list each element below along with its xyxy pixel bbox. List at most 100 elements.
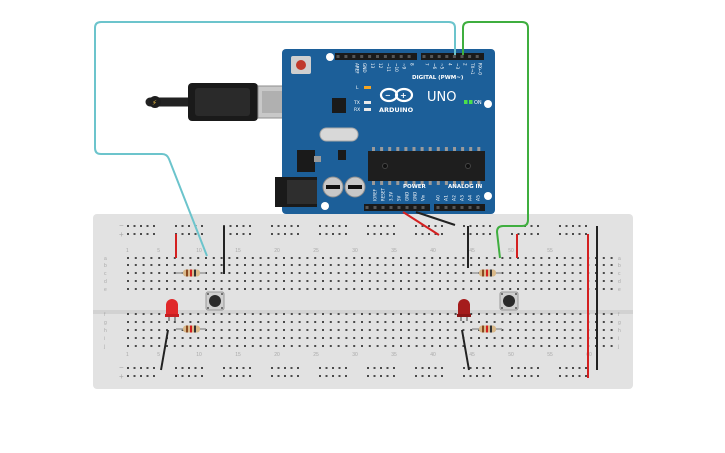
breadboard-hole[interactable] <box>173 257 176 259</box>
breadboard-hole[interactable] <box>462 288 465 290</box>
breadboard-hole[interactable] <box>478 313 480 315</box>
header-pin[interactable] <box>468 55 472 58</box>
breadboard-hole[interactable] <box>454 313 457 315</box>
breadboard-hole[interactable] <box>548 321 551 323</box>
breadboard-hole[interactable] <box>501 345 504 347</box>
breadboard-hole[interactable] <box>478 280 480 282</box>
rail-hole[interactable] <box>386 233 389 235</box>
breadboard-hole[interactable] <box>166 345 168 347</box>
breadboard-hole[interactable] <box>610 329 613 331</box>
breadboard-hole[interactable] <box>166 264 168 266</box>
breadboard-hole[interactable] <box>501 288 504 290</box>
led-dark-red-right[interactable] <box>457 299 471 321</box>
breadboard-hole[interactable] <box>610 321 613 323</box>
rail-hole[interactable] <box>393 367 395 369</box>
breadboard-hole[interactable] <box>485 345 488 347</box>
breadboard-hole[interactable] <box>205 288 207 290</box>
rail-hole[interactable] <box>284 233 286 235</box>
rail-hole[interactable] <box>229 375 232 377</box>
breadboard-hole[interactable] <box>283 264 285 266</box>
breadboard-hole[interactable] <box>563 272 566 274</box>
breadboard-hole[interactable] <box>275 329 278 331</box>
rail-hole[interactable] <box>373 367 376 369</box>
breadboard-hole[interactable] <box>485 280 488 282</box>
breadboard-hole[interactable] <box>259 257 262 259</box>
resistor-4[interactable] <box>472 325 502 333</box>
breadboard-hole[interactable] <box>556 272 558 274</box>
breadboard-hole[interactable] <box>563 288 566 290</box>
breadboard-hole[interactable] <box>322 280 324 282</box>
breadboard-hole[interactable] <box>173 329 176 331</box>
breadboard-hole[interactable] <box>353 337 356 339</box>
rail-hole[interactable] <box>524 375 526 377</box>
breadboard-hole[interactable] <box>376 329 379 331</box>
breadboard-hole[interactable] <box>259 329 262 331</box>
breadboard-hole[interactable] <box>306 264 309 266</box>
rail-hole[interactable] <box>386 367 389 369</box>
rail-hole[interactable] <box>133 233 136 235</box>
breadboard-hole[interactable] <box>212 337 215 339</box>
header-pin[interactable] <box>381 206 385 209</box>
breadboard-hole[interactable] <box>236 345 239 347</box>
breadboard-hole[interactable] <box>322 329 324 331</box>
breadboard-hole[interactable] <box>212 257 215 259</box>
breadboard-hole[interactable] <box>532 329 535 331</box>
rail-hole[interactable] <box>367 367 369 369</box>
breadboard-hole[interactable] <box>259 264 262 266</box>
breadboard-hole[interactable] <box>454 321 457 323</box>
breadboard-hole[interactable] <box>384 264 387 266</box>
breadboard-hole[interactable] <box>345 257 348 259</box>
breadboard-hole[interactable] <box>556 288 558 290</box>
breadboard-hole[interactable] <box>322 313 324 315</box>
breadboard-hole[interactable] <box>220 337 223 339</box>
breadboard-hole[interactable] <box>384 257 387 259</box>
rail-hole[interactable] <box>537 225 539 227</box>
breadboard-hole[interactable] <box>540 288 543 290</box>
rail-hole[interactable] <box>482 367 485 369</box>
breadboard-hole[interactable] <box>540 257 543 259</box>
breadboard-hole[interactable] <box>392 345 395 347</box>
breadboard-hole[interactable] <box>446 272 449 274</box>
rail-hole[interactable] <box>530 225 533 227</box>
header-pin[interactable] <box>405 206 409 209</box>
breadboard-hole[interactable] <box>329 264 332 266</box>
breadboard-hole[interactable] <box>361 345 363 347</box>
breadboard-hole[interactable] <box>493 321 496 323</box>
breadboard-hole[interactable] <box>127 337 129 339</box>
breadboard-hole[interactable] <box>181 257 184 259</box>
breadboard-hole[interactable] <box>610 257 613 259</box>
rail-hole[interactable] <box>229 225 232 227</box>
breadboard-hole[interactable] <box>212 321 215 323</box>
breadboard-hole[interactable] <box>134 272 137 274</box>
rail-hole[interactable] <box>415 375 417 377</box>
rail-hole[interactable] <box>249 233 251 235</box>
breadboard-hole[interactable] <box>244 280 246 282</box>
header-pin[interactable] <box>475 55 479 58</box>
rail-hole[interactable] <box>271 233 273 235</box>
breadboard-hole[interactable] <box>548 264 551 266</box>
breadboard-hole[interactable] <box>353 313 356 315</box>
rail-hole[interactable] <box>469 367 472 369</box>
rail-hole[interactable] <box>153 375 155 377</box>
breadboard-hole[interactable] <box>571 329 574 331</box>
breadboard-hole[interactable] <box>298 329 301 331</box>
breadboard-hole[interactable] <box>517 272 519 274</box>
breadboard-hole[interactable] <box>423 321 426 323</box>
rail-hole[interactable] <box>332 367 334 369</box>
breadboard-hole[interactable] <box>454 337 457 339</box>
breadboard-hole[interactable] <box>493 280 496 282</box>
rail-hole[interactable] <box>229 233 232 235</box>
breadboard-hole[interactable] <box>532 313 535 315</box>
breadboard-hole[interactable] <box>142 264 145 266</box>
rail-hole[interactable] <box>476 233 478 235</box>
breadboard-hole[interactable] <box>173 345 176 347</box>
breadboard-hole[interactable] <box>478 345 480 347</box>
breadboard-hole[interactable] <box>298 337 301 339</box>
rail-hole[interactable] <box>127 367 129 369</box>
breadboard-hole[interactable] <box>540 313 543 315</box>
breadboard-hole[interactable] <box>322 321 324 323</box>
breadboard-hole[interactable] <box>306 280 309 282</box>
rail-hole[interactable] <box>297 225 299 227</box>
breadboard-hole[interactable] <box>361 329 363 331</box>
breadboard-hole[interactable] <box>314 288 317 290</box>
